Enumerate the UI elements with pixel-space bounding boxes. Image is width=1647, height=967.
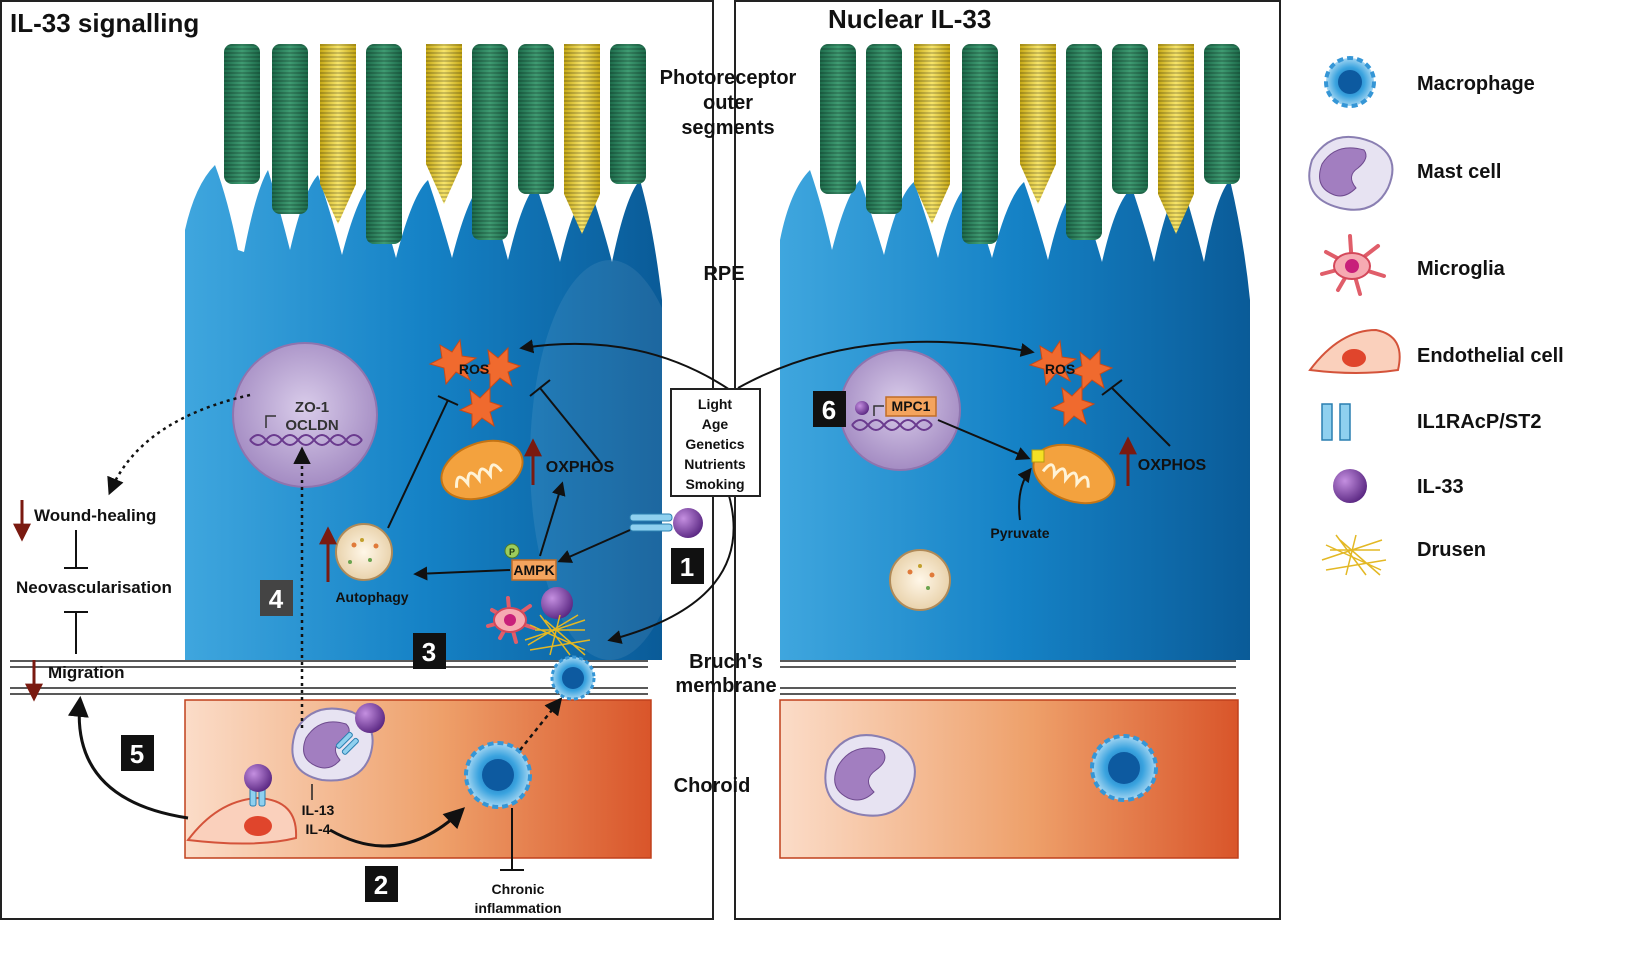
photoreceptor-label-line2: outer xyxy=(703,92,753,114)
receptor-icon xyxy=(1321,403,1351,441)
right-mitochondrion-icon xyxy=(1031,443,1116,505)
factor-nutrients: Nutrients xyxy=(684,456,746,472)
photoreceptor-label-line1: Photoreceptor xyxy=(660,67,797,89)
ampk-label: AMPK xyxy=(513,562,554,578)
svg-text:4: 4 xyxy=(269,584,284,614)
bruchs-label-line2: membrane xyxy=(675,675,776,697)
bruchs-label-line1: Bruch's xyxy=(689,651,763,673)
left-nucleus xyxy=(232,342,378,488)
neovascularisation-label: Neovascularisation xyxy=(16,578,172,597)
right-rpe-cell xyxy=(780,170,1250,660)
il33-icon xyxy=(1333,469,1367,503)
left-macrophage-choroid-icon xyxy=(464,741,532,809)
right-ros-icon xyxy=(1028,339,1114,428)
microglia-icon xyxy=(1320,234,1386,296)
badge-4: 4 xyxy=(260,580,293,616)
mpc1-box xyxy=(885,396,937,417)
factor-light: Light xyxy=(698,396,733,412)
right-panel-title: Nuclear IL-33 xyxy=(828,4,991,34)
chronic-inflammation-label-line2: inflammation xyxy=(474,900,561,916)
pyruvate-label: Pyruvate xyxy=(990,525,1049,541)
right-autophagosome-icon xyxy=(889,549,951,611)
legend: Macrophage Mast cell Microglia Endotheli… xyxy=(1308,56,1564,576)
endothelial-cell-icon xyxy=(1308,328,1401,374)
right-photoreceptors xyxy=(820,44,1240,244)
chronic-inflammation-label-line1: Chronic xyxy=(492,881,545,897)
right-oxphos-label: OXPHOS xyxy=(1138,457,1207,474)
right-rpe-body xyxy=(780,170,1250,660)
ocldn-label: OCLDN xyxy=(285,417,338,434)
autophagosome-icon xyxy=(335,523,393,581)
choroid-label: Choroid xyxy=(674,775,751,797)
svg-text:1: 1 xyxy=(680,552,694,582)
badge-5: 5 xyxy=(121,735,154,771)
factor-age: Age xyxy=(702,416,729,432)
right-macrophage-icon xyxy=(1090,734,1158,802)
right-dna-icon xyxy=(851,419,933,431)
legend-endothelial-label: Endothelial cell xyxy=(1417,345,1564,367)
ampk-box xyxy=(511,559,557,581)
left-mast-cell-icon xyxy=(291,703,385,782)
svg-text:6: 6 xyxy=(822,395,836,425)
photoreceptor-label-line3: segments xyxy=(681,117,774,139)
factor-genetics: Genetics xyxy=(685,436,744,452)
legend-drusen-label: Drusen xyxy=(1417,539,1486,561)
zo1-label: ZO-1 xyxy=(295,399,329,416)
left-oxphos-label: OXPHOS xyxy=(546,459,615,476)
left-ros-icon xyxy=(428,338,522,430)
badge-3: 3 xyxy=(413,633,446,669)
left-macrophage-bruchs-icon xyxy=(550,655,596,701)
mast-cell-icon xyxy=(1308,135,1394,211)
risk-factors-box xyxy=(670,388,761,497)
left-il33-near-drusen-icon xyxy=(541,587,573,619)
migration-label: Migration xyxy=(48,663,125,682)
phospho-icon xyxy=(504,543,520,559)
legend-mast-cell-label: Mast cell xyxy=(1417,161,1501,183)
bruchs-membrane-lines xyxy=(10,660,1236,695)
legend-il33-label: IL-33 xyxy=(1417,476,1464,498)
legend-microglia-label: Microglia xyxy=(1417,258,1506,280)
nuclear-il33-icon xyxy=(855,401,869,415)
badge-6: 6 xyxy=(813,391,846,427)
left-ros-label: ROS xyxy=(459,361,489,377)
il13-label: IL-13 xyxy=(302,802,335,818)
svg-text:2: 2 xyxy=(374,870,388,900)
wound-healing-label: Wound-healing xyxy=(34,506,156,525)
svg-text:5: 5 xyxy=(130,739,144,769)
macrophage-icon xyxy=(1324,56,1376,108)
factor-smoking: Smoking xyxy=(685,476,744,492)
left-dna-icon xyxy=(249,434,363,446)
left-rpe-body xyxy=(185,165,662,660)
left-panel-title: IL-33 signalling xyxy=(10,8,199,38)
left-drusen-icon xyxy=(524,614,591,656)
drusen-icon xyxy=(1321,534,1387,576)
left-arrows xyxy=(64,339,1035,871)
left-receptor-il33-icon xyxy=(629,508,703,538)
badge-1: 1 xyxy=(671,548,704,584)
legend-receptor-label: IL1RAcP/ST2 xyxy=(1417,411,1541,433)
legend-macrophage-label: Macrophage xyxy=(1417,73,1535,95)
autophagy-label: Autophagy xyxy=(335,589,408,605)
right-mast-cell-icon xyxy=(824,734,916,817)
left-photoreceptors xyxy=(224,44,646,244)
left-endothelial-cell-icon xyxy=(186,764,298,845)
badge-2: 2 xyxy=(365,866,398,902)
svg-text:3: 3 xyxy=(422,637,436,667)
il4-label: IL-4 xyxy=(306,821,331,837)
left-microglia-icon xyxy=(486,596,536,644)
right-ros-label: ROS xyxy=(1045,361,1075,377)
phospho-label: P xyxy=(509,547,515,557)
left-mitochondrion-icon xyxy=(440,439,524,501)
mpc1-label: MPC1 xyxy=(892,398,931,414)
right-arrows xyxy=(937,379,1171,521)
rpe-label: RPE xyxy=(703,263,744,285)
